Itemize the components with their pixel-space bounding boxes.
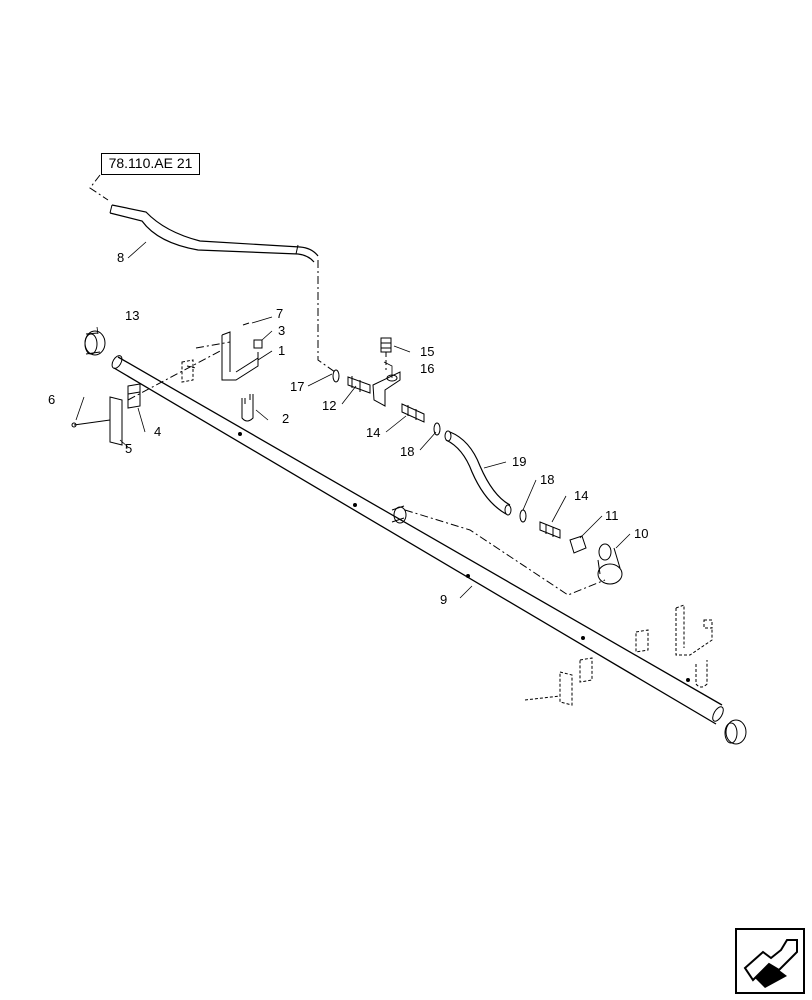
callout-2: 2 [282,411,289,426]
nut-11 [569,535,587,554]
u-bolt-2 [241,394,254,422]
cap-right [724,719,747,745]
callout-15: 15 [420,344,434,359]
bolt-6 [71,419,111,428]
tube-collar [391,505,407,524]
callout-6: 6 [48,392,55,407]
clamp-18-lower [519,509,527,523]
clamp-18-upper [433,422,441,436]
callout-14-upper: 14 [366,425,380,440]
mount-bracket-1 [221,331,259,381]
callout-12: 12 [322,398,336,413]
callout-16: 16 [420,361,434,376]
clamp-4 [127,383,141,409]
fitting-17 [332,369,340,383]
callout-14-lower: 14 [574,488,588,503]
nipple-15 [380,337,392,353]
reference-link-box[interactable]: 78.110.AE 21 [101,153,200,175]
callout-19: 19 [512,454,526,469]
tee-fitting-16 [372,371,401,407]
cap-13 [84,330,106,356]
ghost-bracket-right [524,604,713,706]
fitting-14-lower [539,521,561,539]
callout-1: 1 [278,343,285,358]
callout-3: 3 [278,323,285,338]
callout-13: 13 [125,308,139,323]
next-page-arrow-icon[interactable] [735,928,805,994]
callout-5: 5 [125,441,132,456]
callout-7: 7 [276,306,283,321]
boom-tube-9 [111,355,724,725]
reference-leader-line [89,174,109,201]
hose-path-line [317,260,336,373]
callout-17: 17 [290,379,304,394]
elbow-10 [597,543,623,585]
callout-18-upper: 18 [400,444,414,459]
callout-4: 4 [154,424,161,439]
plate-5 [109,396,123,446]
nut-3 [253,339,263,349]
callout-10: 10 [634,526,648,541]
callout-9: 9 [440,592,447,607]
fitting-12 [347,376,371,394]
hose-19 [444,430,512,516]
fitting-14-upper [401,403,425,423]
callout-8: 8 [117,250,124,265]
callout-18-lower: 18 [540,472,554,487]
hose-8 [109,204,319,263]
washer-7 [242,322,250,326]
ghost-clamp-left [181,359,197,383]
callout-11: 11 [605,508,619,523]
